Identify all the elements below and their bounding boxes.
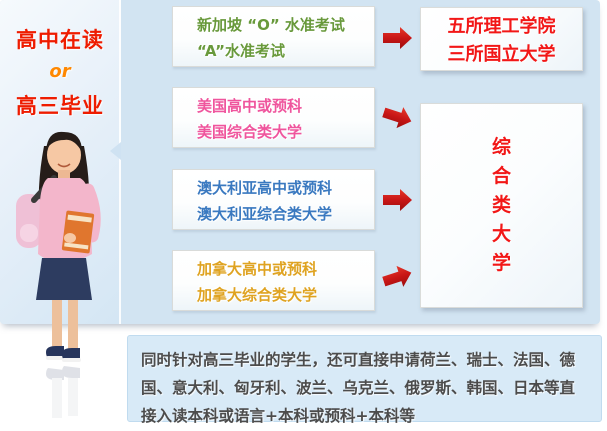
vertical-char: 学	[491, 252, 511, 274]
pathway-box-australia: 澳大利亚高中或预科 澳大利亚综合类大学	[172, 169, 375, 230]
pathway-line: 美国综合类大学	[197, 123, 303, 141]
pathway-line: 美国高中或预科	[197, 97, 303, 115]
title-or-connector: or	[49, 61, 71, 82]
vertical-char: 综	[491, 136, 511, 158]
vertical-char: 合	[491, 165, 511, 187]
title-line-top: 高中在读	[16, 28, 104, 52]
title-line-bottom: 高三毕业	[16, 94, 104, 118]
pathway-line: 澳大利亚综合类大学	[197, 205, 333, 223]
student-photo	[16, 131, 101, 418]
right-arrow-icon	[382, 265, 412, 287]
pathway-line: 加拿大高中或预科	[197, 260, 318, 278]
right-arrow-icon	[382, 107, 412, 129]
note-text: 同时针对高三毕业的学生，还可直接申请荷兰、瑞士、法国、德国、意大利、匈牙利、波兰…	[141, 351, 576, 425]
graduate-direct-apply-note: 同时针对高三毕业的学生，还可直接申请荷兰、瑞士、法国、德国、意大利、匈牙利、波兰…	[127, 335, 602, 425]
pathway-box-usa: 美国高中或预科 美国综合类大学	[172, 87, 375, 148]
right-arrow-icon	[383, 27, 412, 49]
student-status-title: 高中在读 or 高三毕业	[2, 24, 118, 120]
destination-line: 三所国立大学	[447, 44, 556, 65]
vertical-char: 类	[491, 194, 511, 216]
destination-line: 五所理工学院	[447, 16, 556, 37]
pathway-box-singapore: 新加坡 “O” 水准考试 “A”水准考试	[172, 6, 375, 67]
panel-divider-notch	[110, 142, 121, 160]
right-arrow-icon	[383, 189, 412, 211]
destination-box-comprehensive-university: 综 合 类 大 学	[420, 103, 583, 308]
pathway-line: “A”水准考试	[197, 42, 286, 60]
pathway-line: 澳大利亚高中或预科	[197, 179, 333, 197]
destination-box-singapore-schools: 五所理工学院 三所国立大学	[420, 7, 583, 71]
pathway-box-canada: 加拿大高中或预科 加拿大综合类大学	[172, 250, 375, 311]
vertical-char: 大	[491, 223, 511, 245]
pathway-line: 新加坡 “O” 水准考试	[197, 16, 345, 34]
pathway-line: 加拿大综合类大学	[197, 286, 318, 304]
